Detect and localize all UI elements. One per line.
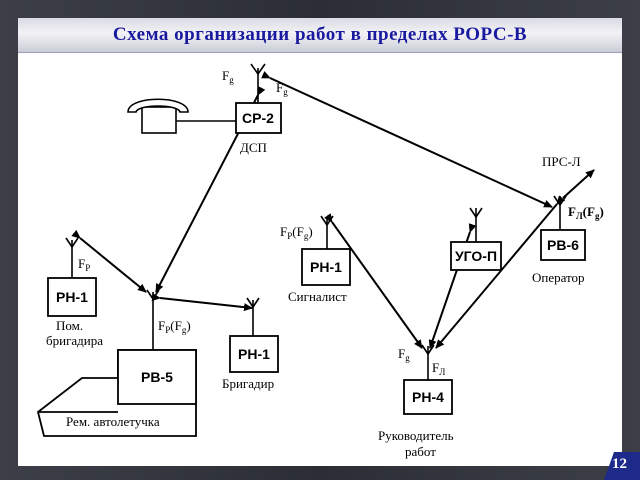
- cp2-label: СР-2: [242, 110, 274, 126]
- link-rv5-rn1brig: [151, 293, 253, 312]
- antenna-icon: [250, 63, 266, 108]
- rv6-box: [540, 229, 586, 261]
- rv5-box: [117, 349, 197, 405]
- rn1-pom-caption-1: Пом.: [56, 318, 83, 333]
- rn1-brig-box: [229, 335, 279, 373]
- rv5-freq: FP(Fg): [158, 318, 191, 335]
- cp2-freq-left: Fg: [222, 68, 234, 85]
- antenna-icon: [146, 289, 160, 350]
- rv6-label: РВ-6: [547, 237, 579, 253]
- antenna-icon: [320, 215, 334, 249]
- link-cp2-rv6: [261, 71, 553, 208]
- rn4-caption-1: Руководитель: [378, 428, 454, 443]
- rn4-caption-2: работ: [405, 444, 436, 459]
- rn1-pom-box: [47, 277, 97, 317]
- cp2-freq-right: Fg: [276, 80, 288, 97]
- antenna-icon: [246, 297, 260, 336]
- rn4-box: [403, 379, 453, 415]
- rv5-label: РВ-5: [141, 369, 173, 385]
- page-number: 12: [612, 456, 627, 472]
- rn1-brig-caption: Бригадир: [222, 376, 274, 391]
- rn4-freq-right: FЛ: [432, 360, 445, 377]
- rn1-brig-label: РН-1: [238, 346, 270, 362]
- title-bar: Схема организации работ в пределах РОРС-…: [18, 18, 622, 53]
- prs-label: ПРС-Л: [542, 154, 581, 169]
- rn4-freq-left: Fg: [398, 346, 410, 363]
- rv6-freq: FЛ(Fg): [568, 204, 604, 221]
- slide-title: Схема организации работ в пределах РОРС-…: [112, 24, 528, 45]
- rn1-sig-box: [301, 248, 351, 286]
- rn1-pom-label: РН-1: [56, 289, 88, 305]
- link-rn1pom-rv5: [71, 229, 147, 293]
- antenna-icon: [553, 195, 567, 230]
- vehicle-caption: Рем. автолетучка: [66, 414, 160, 429]
- rn4-label: РН-4: [412, 389, 444, 405]
- telephone-icon: [127, 98, 236, 134]
- rn1-pom-caption-2: бригадира: [46, 333, 103, 348]
- link-rv6-rn4: [435, 195, 566, 349]
- rn1-pom-freq: FP: [78, 256, 90, 273]
- ugo-label: УГО-П: [455, 248, 497, 264]
- antenna-icon: [469, 207, 483, 242]
- cp2-caption: ДСП: [240, 140, 267, 155]
- cp2-box: [235, 102, 282, 134]
- antenna-icons: [65, 63, 567, 380]
- rn1-sig-freq: FP(Fg): [280, 224, 313, 241]
- link-rn1sig-rn4: [324, 213, 423, 349]
- rv6-caption: Оператор: [532, 270, 585, 285]
- antenna-icon: [421, 344, 435, 380]
- ugo-box: [450, 241, 502, 271]
- antenna-icon: [65, 237, 79, 278]
- page-number-badge: 12: [594, 446, 640, 480]
- rn1-sig-caption: Сигналист: [288, 289, 347, 304]
- link-rv6-prs: [562, 169, 595, 199]
- rn1-sig-label: РН-1: [310, 259, 342, 275]
